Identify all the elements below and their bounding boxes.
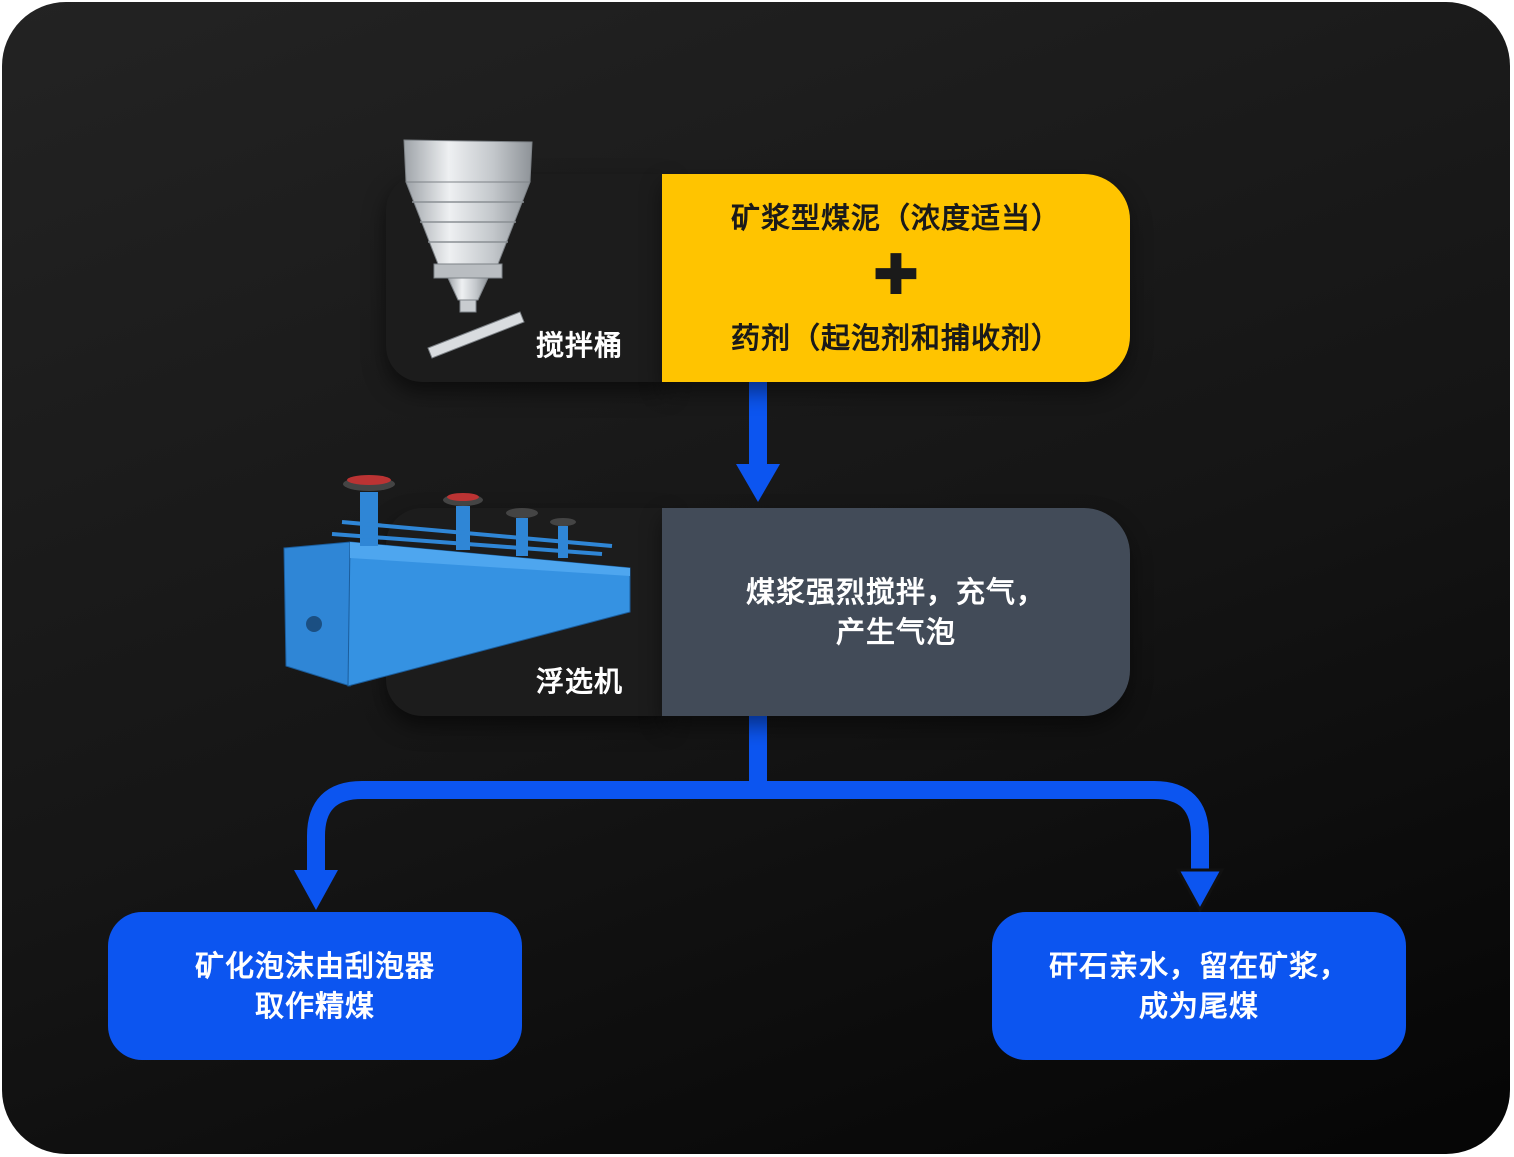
step2-line1: 煤浆强烈搅拌，充气，	[745, 575, 1046, 609]
arrowhead-left	[294, 870, 338, 910]
outcome-right-line1: 矸石亲水，留在矿浆，	[1048, 949, 1349, 983]
step1-equipment-label: 搅拌桶	[536, 329, 624, 362]
arrowhead-step2	[736, 464, 780, 502]
step1-line1: 矿浆型煤泥（浓度适当）	[730, 201, 1061, 235]
outcome-right-line2: 成为尾煤	[1138, 989, 1259, 1023]
outcome-left-line1: 矿化泡沫由刮泡器	[194, 949, 435, 983]
step1-description-card: 矿浆型煤泥（浓度适当） ✚ 药剂（起泡剂和捕收剂）	[662, 174, 1130, 382]
plus-icon: ✚	[872, 243, 920, 308]
step2-description-card: 煤浆强烈搅拌，充气， 产生气泡	[662, 508, 1130, 716]
arrow-branch-right	[758, 781, 1209, 870]
step2-line2: 产生气泡	[835, 615, 956, 649]
outcome-left-line2: 取作精煤	[254, 989, 375, 1023]
step2-equipment-label: 浮选机	[536, 665, 624, 698]
arrowhead-right	[1175, 868, 1225, 914]
outcome-left-box: 矿化泡沫由刮泡器 取作精煤	[108, 912, 522, 1060]
step1-line2: 药剂（起泡剂和捕收剂）	[730, 321, 1061, 355]
outcome-right-box: 矸石亲水，留在矿浆， 成为尾煤	[992, 912, 1406, 1060]
arrow-branch-left	[307, 781, 758, 870]
